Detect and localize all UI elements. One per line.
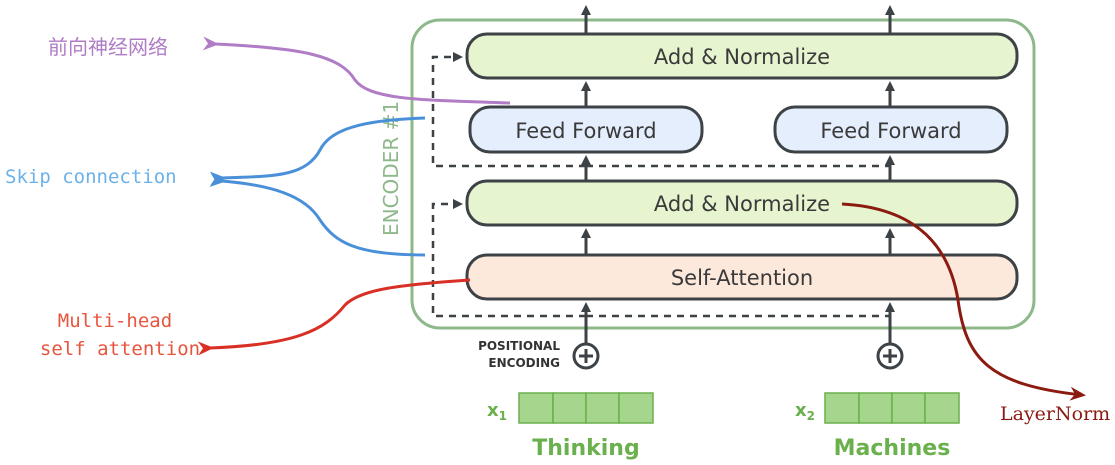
skip-annotation-arrow-lower bbox=[209, 173, 426, 257]
input-2-symbol: x2 bbox=[795, 400, 815, 423]
feed-forward-1-label: Feed Forward bbox=[515, 119, 656, 143]
ffn-annotation-arrow bbox=[202, 36, 511, 105]
mha-annotation-arrow bbox=[197, 278, 471, 356]
skip-annotation-label: Skip connection bbox=[5, 166, 177, 188]
mha-annotation-label-2: self attention bbox=[40, 338, 200, 360]
feed-forward-2 bbox=[773, 105, 1009, 154]
residual-path-upper bbox=[431, 52, 586, 168]
positional-encoding-line1: POSITIONAL bbox=[478, 339, 560, 353]
feed-forward-1 bbox=[468, 105, 704, 154]
add-normalize-top bbox=[465, 32, 1019, 80]
positional-encoding-line2: ENCODING bbox=[488, 356, 560, 370]
add-normalize-top-label: Add & Normalize bbox=[654, 45, 830, 69]
input-vector-1 bbox=[518, 392, 654, 424]
feed-forward-2-label: Feed Forward bbox=[820, 119, 961, 143]
encoder-title: ENCODER #1 bbox=[379, 101, 403, 236]
input-1-symbol: x1 bbox=[487, 400, 507, 423]
encoder-box bbox=[410, 18, 1036, 330]
self-attention bbox=[465, 253, 1019, 301]
ffn-annotation-label: 前向神经网络 bbox=[48, 35, 168, 59]
input-vector-2 bbox=[824, 392, 960, 424]
plus-icon bbox=[876, 342, 904, 370]
mha-annotation-label-1: Multi-head bbox=[58, 310, 172, 332]
layernorm-annotation-arrow bbox=[841, 202, 1086, 401]
layernorm-annotation-label: LayerNorm bbox=[1000, 403, 1110, 425]
input-word-1: Thinking bbox=[532, 436, 639, 461]
self-attention-label: Self-Attention bbox=[671, 266, 813, 290]
add-normalize-bottom bbox=[465, 179, 1019, 227]
input-word-2: Machines bbox=[834, 436, 951, 461]
plus-icon bbox=[572, 342, 600, 370]
skip-annotation-arrow-upper bbox=[209, 116, 426, 186]
residual-path-lower bbox=[431, 199, 586, 318]
add-normalize-bottom-label: Add & Normalize bbox=[654, 192, 830, 216]
